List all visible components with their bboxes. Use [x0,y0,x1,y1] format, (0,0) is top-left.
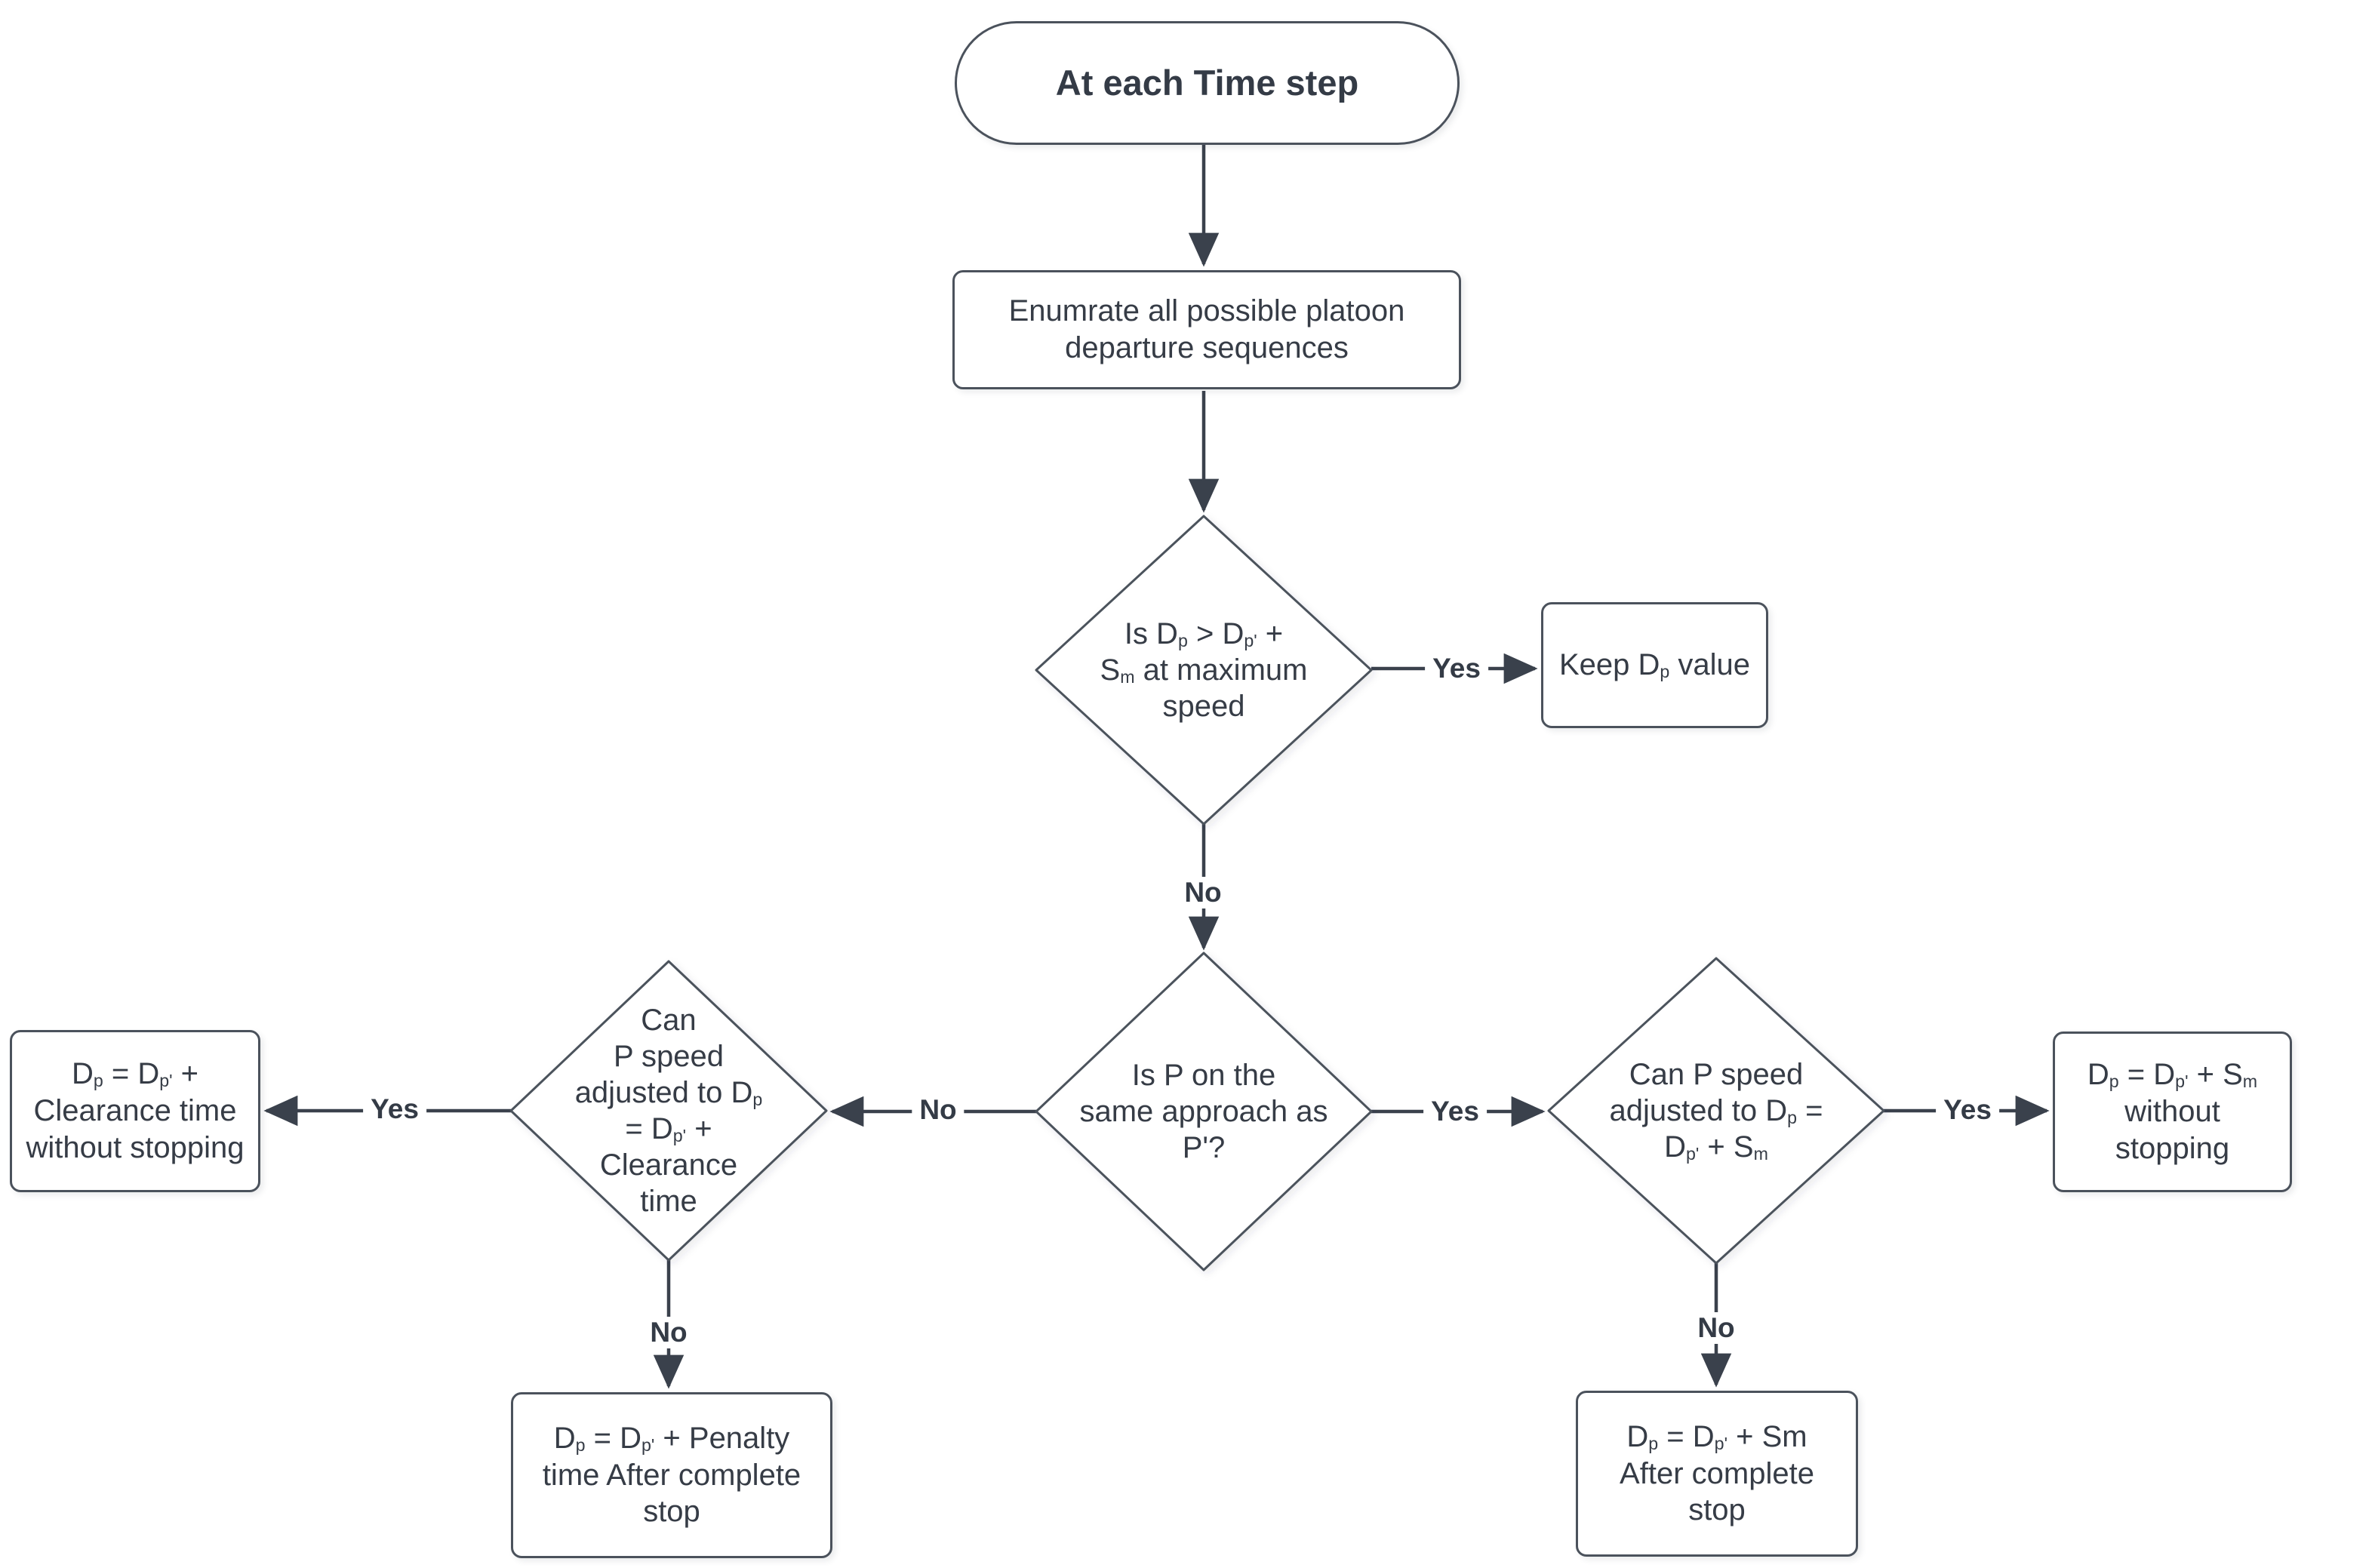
decision-sm-shape [1547,957,1885,1265]
edge-label-decision1-no: No [1177,877,1229,909]
edge-label-sm-no: No [1690,1312,1743,1344]
edge-label-same-approach-no: No [912,1094,964,1126]
keep-dp-result-label: Keep Dp value [1558,648,1751,682]
edge-label-sm-yes: Yes [1936,1094,1999,1126]
edge-label-same-approach-yes: Yes [1423,1096,1487,1127]
edge-label-decision1-yes: Yes [1425,653,1488,684]
keep-dp-result-box: Keep Dp value [1541,602,1768,728]
start-terminal-label: At each Time step [1055,63,1359,103]
edge-label-clearance-no: No [642,1317,695,1348]
decision-clearance-shape [509,960,828,1262]
start-terminal: At each Time step [955,21,1460,145]
decision-max-speed-shape [1035,515,1373,826]
edge-label-clearance-yes: Yes [363,1093,426,1125]
decision-same-approach-shape [1035,952,1373,1271]
